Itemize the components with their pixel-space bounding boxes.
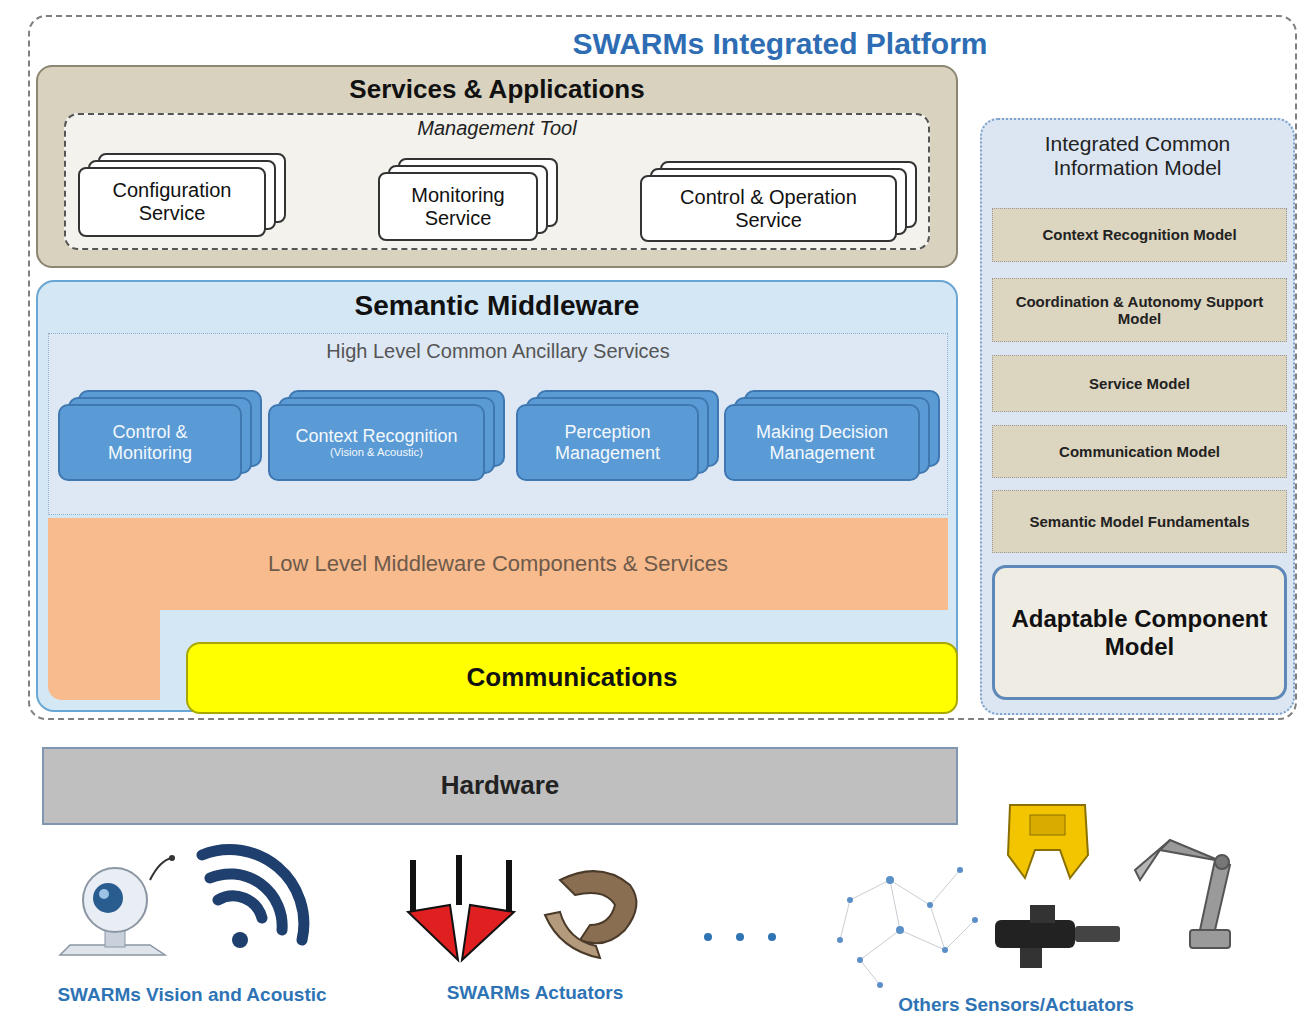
box-label: Context Recognition Model <box>1042 226 1236 243</box>
component-model-box: Adaptable Component Model <box>992 565 1287 700</box>
low-level-band-leg <box>48 608 160 700</box>
box-label: Semantic Model Fundamentals <box>1029 513 1249 530</box>
service-box: Monitoring Service <box>378 172 538 241</box>
box-label: Communications <box>467 663 678 693</box>
model-box: Context Recognition Model <box>992 208 1287 262</box>
gripper-icon <box>408 855 514 960</box>
box-label: Perception Management <box>526 422 689 463</box>
node-text-area: Communications <box>188 644 956 712</box>
service-group: High Level Common Ancillary ServicesCont… <box>48 333 948 515</box>
node-text-area: Monitoring Service <box>380 174 536 239</box>
layer-panel: Semantic MiddlewareHigh Level Common Anc… <box>36 280 958 712</box>
wireless-icon <box>202 850 304 948</box>
box-label: Service Model <box>1089 375 1190 392</box>
hardware-band: Hardware <box>42 747 958 825</box>
service-box: Control & Operation Service <box>640 175 897 242</box>
node-text-area: Service Model <box>993 356 1286 411</box>
node-text-area: Context Recognition Model <box>993 209 1286 261</box>
group-heading: SWARMs Integrated Platform <box>460 27 1100 62</box>
ancillary-service-box: Perception Management <box>516 404 699 481</box>
ancillary-service-box: Making Decision Management <box>724 404 920 481</box>
device-caption: SWARMs Actuators <box>447 982 624 1004</box>
box-label: Control & Operation Service <box>650 186 887 232</box>
ellipsis-dots <box>704 933 776 941</box>
node-text-area: Low Level Middleware Components & Servic… <box>48 518 948 610</box>
box-label: Hardware <box>441 771 560 801</box>
device-caption: SWARMs Vision and Acoustic <box>57 984 326 1006</box>
node-text-area: Coordination & Autonomy Support Model <box>993 279 1286 341</box>
box-label: Low Level Middleware Components & Servic… <box>268 551 728 576</box>
robot-arm-icon <box>1135 840 1230 948</box>
layer-panel: Services & ApplicationsManagement ToolCo… <box>36 65 958 268</box>
box-label: Coordination & Autonomy Support Model <box>1001 293 1278 328</box>
camera-icon <box>60 855 175 955</box>
node-text-area: Control & Monitoring <box>60 406 240 479</box>
communications-band: Communications <box>186 642 958 714</box>
model-box: Coordination & Autonomy Support Model <box>992 278 1287 342</box>
box-label: Configuration Service <box>88 179 256 225</box>
claw-icon <box>545 871 636 958</box>
box-label: Adaptable Component Model <box>1003 605 1276 660</box>
box-label: Context Recognition <box>295 426 457 447</box>
model-box: Service Model <box>992 355 1287 412</box>
service-box: Configuration Service <box>78 167 266 237</box>
platform-boundary: SWARMs Integrated PlatformServices & App… <box>28 15 1297 720</box>
node-text-area: Control & Operation Service <box>642 177 895 240</box>
ancillary-service-box: Context Recognition(Vision & Acoustic) <box>268 404 485 481</box>
tool-group: Management ToolConfiguration Service Moni… <box>64 113 930 250</box>
group-heading: High Level Common Ancillary Services <box>49 340 947 363</box>
node-text-area: Adaptable Component Model <box>995 568 1284 697</box>
device-caption: Others Sensors/Actuators <box>898 994 1133 1016</box>
power-tool-icon <box>995 905 1120 968</box>
group-heading: Services & Applications <box>38 75 956 105</box>
box-label: Making Decision Management <box>734 422 910 463</box>
node-text-area: Communication Model <box>993 426 1286 477</box>
low-level-band: Low Level Middleware Components & Servic… <box>48 518 948 610</box>
model-box: Semantic Model Fundamentals <box>992 490 1287 553</box>
group-heading: Semantic Middleware <box>38 290 956 322</box>
box-label: Control & Monitoring <box>68 422 232 463</box>
box-label: Monitoring Service <box>388 184 528 230</box>
node-text-area: Making Decision Management <box>726 406 918 479</box>
yellow-gripper-icon <box>1008 805 1088 878</box>
node-text-area: Hardware <box>44 749 956 823</box>
sensor-network-icon <box>837 867 978 988</box>
ancillary-service-box: Control & Monitoring <box>58 404 242 481</box>
box-sublabel: (Vision & Acoustic) <box>330 446 423 459</box>
node-text-area: Context Recognition(Vision & Acoustic) <box>270 406 483 479</box>
node-text-area: Semantic Model Fundamentals <box>993 491 1286 552</box>
group-heading: Integrated Common Information Model <box>992 132 1283 180</box>
model-box: Communication Model <box>992 425 1287 478</box>
node-text-area: Perception Management <box>518 406 697 479</box>
node-text-area: Configuration Service <box>80 169 264 235</box>
box-label: Communication Model <box>1059 443 1220 460</box>
group-heading: Management Tool <box>66 117 928 140</box>
information-model-panel: Integrated Common Information ModelConte… <box>980 118 1295 715</box>
